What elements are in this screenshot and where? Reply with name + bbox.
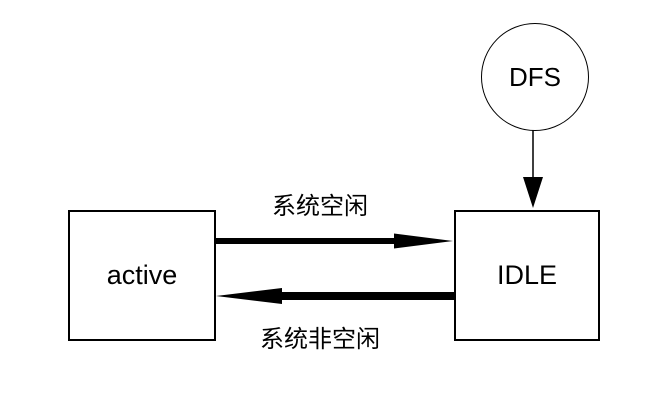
edge-active-to-idle-arrow: [216, 233, 453, 249]
idle-label: IDLE: [496, 260, 558, 290]
idle-node: IDLE: [454, 210, 600, 341]
edge-idle-to-active-arrow: [216, 288, 454, 304]
active-node: active: [68, 210, 216, 341]
edge-label-system-not-idle: 系统非空闲: [260, 326, 380, 353]
edge-label-system-idle: 系统空闲: [272, 193, 368, 220]
edge-dfs-to-idle-arrowhead: [523, 177, 543, 208]
dfs-label: DFS: [509, 61, 561, 92]
active-label: active: [106, 260, 178, 290]
dfs-node: DFS: [481, 23, 589, 131]
